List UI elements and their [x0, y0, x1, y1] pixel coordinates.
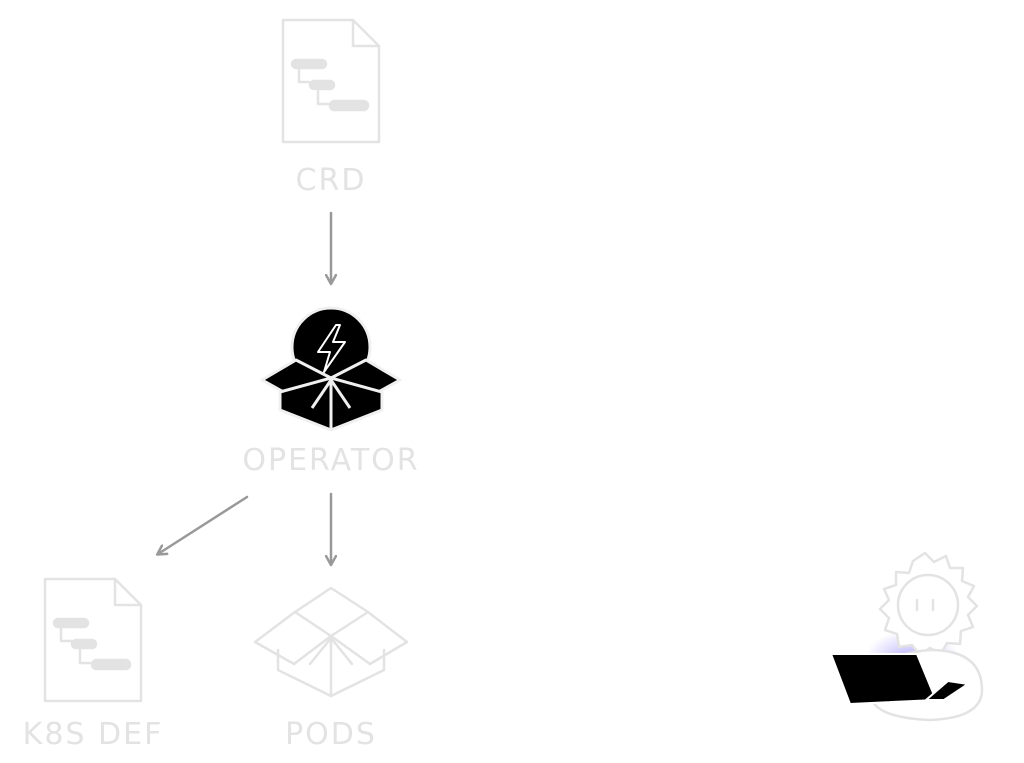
crd-label: CRD: [296, 163, 367, 198]
pods-label: PODS: [285, 717, 377, 752]
edge-operator-to-k8s-def: [158, 497, 247, 554]
person-with-laptop-icon: [831, 553, 982, 720]
pods-node: PODS: [255, 588, 407, 752]
open-box-icon: [255, 588, 407, 696]
k8s-def-node: K8S DEF: [23, 579, 164, 752]
k8s-def-label: K8S DEF: [23, 717, 164, 752]
document-tree-icon: [283, 20, 379, 142]
operator-label: OPERATOR: [242, 443, 419, 478]
crd-node: CRD: [283, 20, 379, 198]
operator-box-lightning-icon: [262, 308, 400, 430]
document-tree-icon: [45, 579, 141, 701]
operator-node: OPERATOR: [242, 308, 419, 478]
